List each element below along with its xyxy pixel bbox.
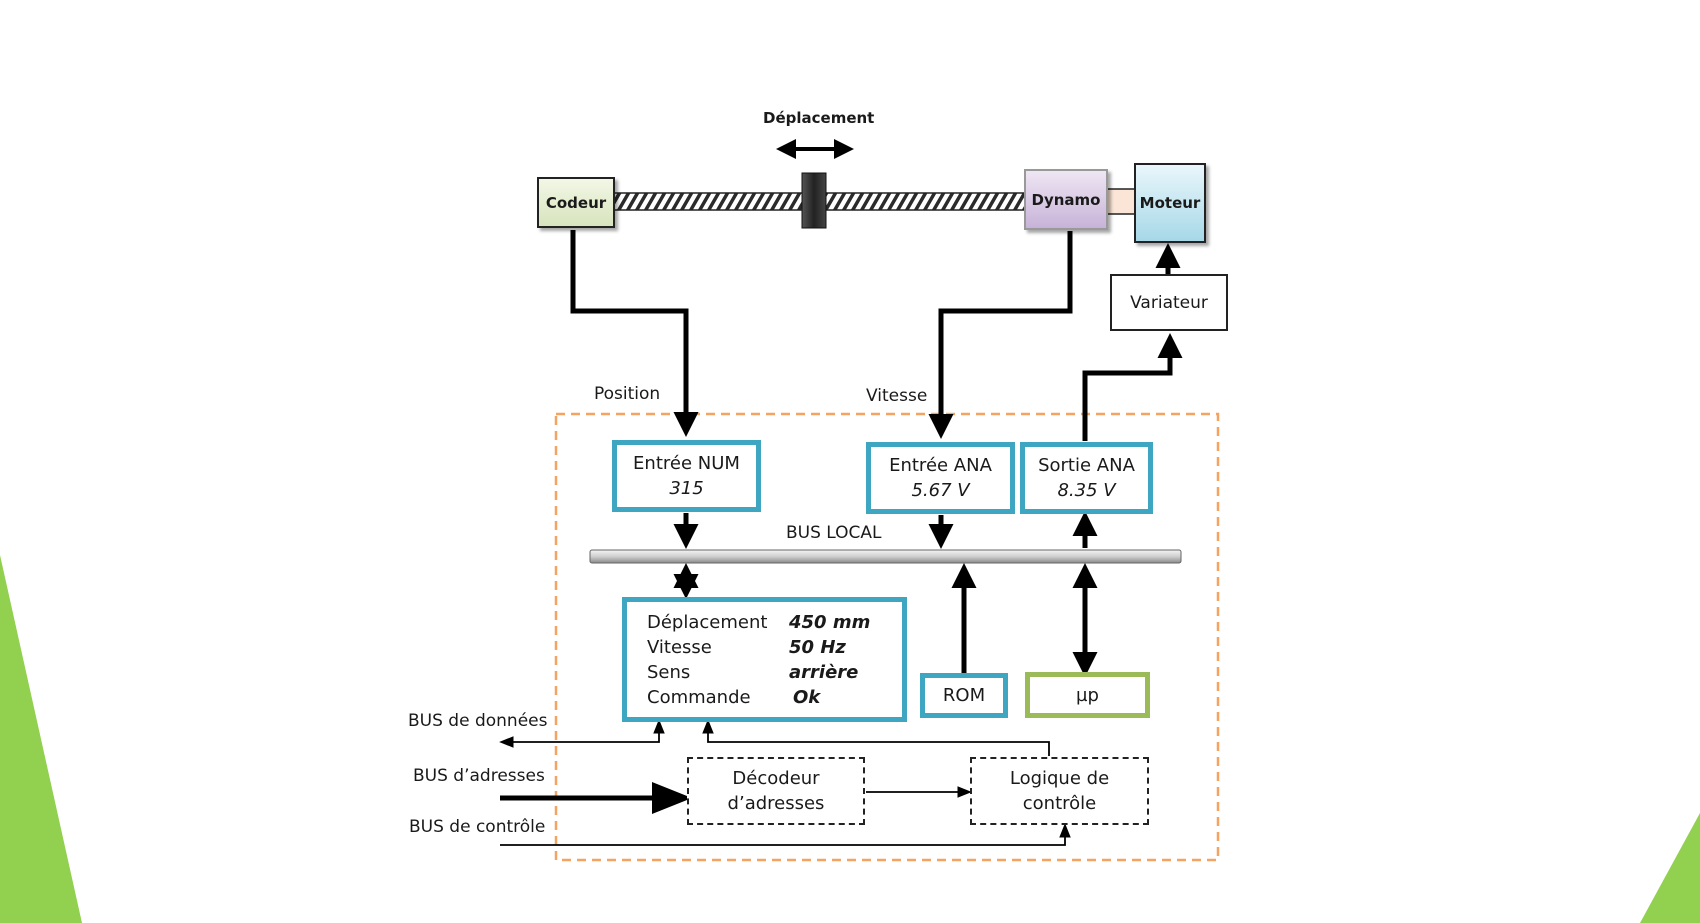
variateur-block: Variateur [1110, 274, 1228, 331]
info-value: 50 Hz [789, 636, 846, 658]
entree-ana-value: 5.67 V [911, 480, 970, 501]
bus-donnees-label: BUS de données [408, 711, 548, 731]
info-row: Commande Ok [647, 685, 820, 710]
displacement-title: Déplacement [763, 109, 875, 127]
wire-bus-controle [500, 823, 1071, 846]
bus-local-bar [589, 549, 1182, 564]
wire-position [570, 230, 699, 437]
codeur-block: Codeur [537, 177, 615, 228]
position-label: Position [594, 384, 661, 404]
logique-line2: contrôle [1022, 793, 1097, 814]
wire-bus-donnees [499, 719, 665, 748]
info-value: arrière [789, 661, 859, 683]
entree-num-box: Entrée NUM 315 [612, 440, 761, 512]
microprocessor-label: µp [1076, 684, 1099, 706]
info-value: Ok [793, 686, 821, 708]
green-triangle-right [1640, 813, 1700, 923]
codeur-label: Codeur [545, 193, 607, 212]
dynamo-block: Dynamo [1024, 169, 1108, 230]
decodeur-box: Décodeur d’adresses [687, 757, 865, 825]
logique-box: Logique de contrôle [970, 757, 1149, 825]
screw-slider [801, 172, 827, 229]
info-key: Commande [647, 686, 751, 708]
card-frame [554, 412, 1220, 862]
entree-num-value: 315 [669, 478, 704, 499]
wire-vitesse [928, 231, 1073, 439]
decodeur-line1: Décodeur [732, 768, 820, 789]
moteur-block: Moteur [1134, 163, 1206, 243]
sortie-ana-label: Sortie ANA [1038, 455, 1135, 476]
info-row: Déplacement 450 mm [647, 610, 870, 635]
variateur-label: Variateur [1130, 292, 1208, 313]
sortie-ana-value: 8.35 V [1057, 480, 1116, 501]
logique-line1: Logique de [1009, 768, 1110, 789]
green-triangle-left [0, 555, 82, 923]
info-key: Déplacement [647, 611, 768, 633]
info-key: Vitesse [647, 636, 712, 658]
info-box: Déplacement 450 mm Vitesse 50 Hz Sens ar… [622, 597, 907, 722]
info-key: Sens [647, 661, 691, 683]
decodeur-line2: d’adresses [727, 793, 825, 814]
rom-box: ROM [920, 673, 1008, 718]
moteur-label: Moteur [1139, 194, 1201, 212]
info-value: 450 mm [789, 611, 871, 633]
entree-ana-label: Entrée ANA [889, 455, 992, 476]
rom-label: ROM [942, 685, 986, 706]
microprocessor-box: µp [1025, 672, 1150, 718]
wire-commande-variateur [1082, 333, 1183, 441]
sortie-ana-box: Sortie ANA 8.35 V [1020, 442, 1153, 514]
entree-num-label: Entrée NUM [633, 453, 740, 474]
coupling [1105, 188, 1137, 215]
dynamo-label: Dynamo [1031, 190, 1101, 209]
entree-ana-box: Entrée ANA 5.67 V [866, 442, 1015, 514]
bus-adresses-label: BUS d’adresses [413, 766, 545, 786]
vitesse-label: Vitesse [866, 386, 928, 406]
info-row: Vitesse 50 Hz [647, 635, 846, 660]
bus-local-label: BUS LOCAL [786, 523, 882, 543]
wire-logique-info [702, 719, 1050, 756]
info-row: Sens arrière [647, 660, 858, 685]
bus-controle-label: BUS de contrôle [409, 817, 546, 837]
